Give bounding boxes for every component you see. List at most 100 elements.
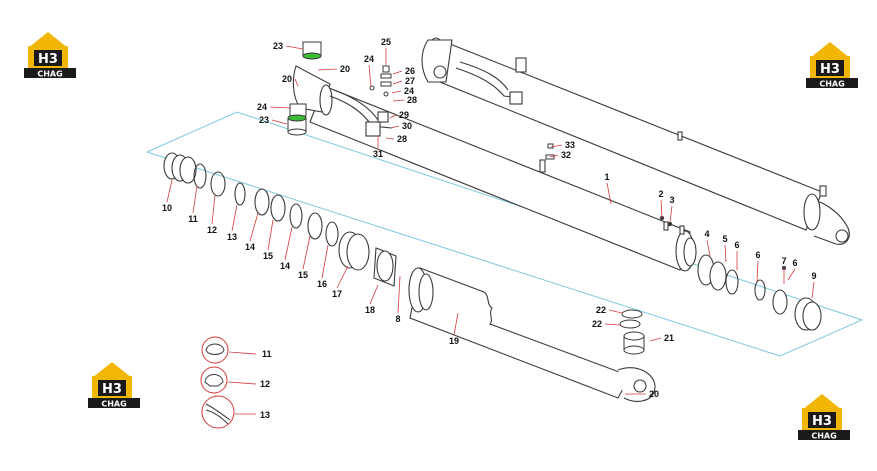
callout-label-c28a: 28 [407,95,417,105]
detail-11-label: 11 [262,349,272,359]
callout-label-c16: 16 [317,279,327,289]
callout-label-c26: 26 [405,66,415,76]
logo-mark: H3 [812,414,832,429]
callout-label-c29: 29 [399,110,409,120]
callout-label-c21: 21 [664,333,674,343]
callout-leader-c15a [267,219,274,251]
callout-label-c6b: 6 [755,250,760,260]
callout-label-c18: 18 [365,305,375,315]
callout-leader-c29 [389,114,397,119]
callout-leader-c23b [271,119,288,125]
callout-label-c31: 31 [373,149,383,159]
piston-rod [408,267,656,402]
exploded-frame [146,111,864,357]
callout-label-c11: 11 [188,214,198,224]
callout-label-c13: 13 [227,232,237,242]
callout-leader-c22a [608,309,623,314]
callout-leader-c15b [302,235,311,270]
callout-leader-c16 [321,244,329,279]
callout-leader-c24c [391,90,402,94]
detail-insets [200,336,257,429]
callout-leader-c19 [453,312,459,336]
callout-label-c15a: 15 [263,251,273,261]
callout-label-c23a: 23 [273,41,283,51]
callout-label-c20a: 20 [340,64,350,74]
callout-leader-c6c [787,268,796,281]
callout-leader-c28b [385,137,395,140]
detail-13 [201,395,256,429]
callout-leader-c24b [269,106,292,109]
callout-leader-c1 [606,182,612,205]
callout-label-c5: 5 [722,234,727,244]
cylinder-barrel-assembled [421,37,850,245]
cylinder-barrel-exploded [292,65,697,272]
callout-leader-c22b [604,323,621,326]
callout-leader-c14b [284,226,293,261]
callout-leader-c12 [211,194,216,225]
seal-ring-set [163,152,397,287]
callout-leader-c17 [336,265,349,289]
callout-leader-c24a [368,64,372,88]
logo-mark: H3 [38,52,58,67]
callout-label-c24a: 24 [364,54,374,64]
callout-leader-c9 [811,281,815,299]
brand-logo-top-left: H3 CHAG [24,32,76,79]
callout-leader-c27 [392,80,403,85]
callout-leader-c26 [392,70,403,75]
callout-label-c9: 9 [811,271,816,281]
callout-leader-c10 [166,179,173,203]
callout-label-c6a: 6 [734,240,739,250]
callout-leaders [166,45,815,395]
callout-leader-c4 [706,239,711,257]
callout-leader-c3 [669,205,673,223]
detail-11 [201,336,257,364]
callout-label-c14b: 14 [280,261,290,271]
callout-leader-c21 [649,337,662,342]
callout-label-c33: 33 [565,140,575,150]
port-fittings [287,41,555,160]
callout-label-c10: 10 [162,203,172,213]
callout-leader-c5 [724,244,727,263]
callout-leader-c23a [285,45,304,50]
callout-leader-c20b [294,78,299,87]
callout-label-c8a: 8 [395,314,400,324]
callout-leader-c2 [660,199,663,219]
callout-leader-c33 [550,144,563,148]
callout-label-c15b: 15 [298,270,308,280]
callout-label-c1: 1 [604,172,609,182]
callout-label-c20b: 20 [282,74,292,84]
callout-label-c22a: 22 [596,305,606,315]
callout-label-c4: 4 [704,229,709,239]
callout-label-c14a: 14 [245,242,255,252]
detail-13-label: 13 [260,410,270,420]
callout-leader-c14a [249,212,259,242]
callout-label-c27: 27 [405,76,415,86]
brand-logo-bottom-right: H3 CHAG [798,394,850,441]
logo-word: CHAG [101,400,126,409]
logo-word: CHAG [37,70,62,79]
callout-leader-c20a [317,68,338,71]
logo-mark: H3 [820,62,840,77]
callout-leader-c30 [390,125,400,129]
callout-label-c28b: 28 [397,134,407,144]
callout-leader-c6b [756,260,759,283]
callout-label-c3: 3 [669,195,674,205]
detail-12-label: 12 [260,379,270,389]
callout-leader-c18 [369,284,379,305]
callout-label-c30: 30 [402,121,412,131]
callout-label-c25: 25 [381,37,391,47]
brand-logo-top-right: H3 CHAG [806,42,858,89]
callout-label-c24c: 24 [404,86,414,96]
rod-eye-bushing [619,309,645,355]
callout-leader-c13 [231,204,238,232]
callout-label-c2: 2 [658,189,663,199]
detail-12 [200,366,257,394]
callout-leader-c8a [397,275,401,314]
callout-label-c24b: 24 [257,102,267,112]
logo-mark: H3 [102,382,122,397]
callout-label-c7: 7 [781,256,786,266]
callout-label-c6c: 6 [792,258,797,268]
